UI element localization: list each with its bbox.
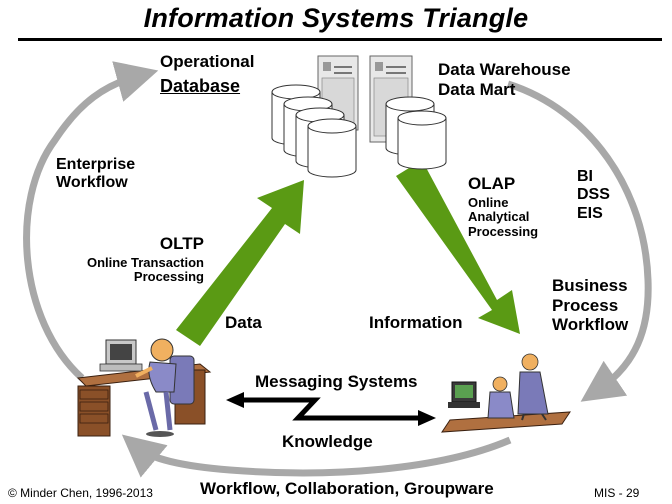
decision-makers-icon	[441, 353, 571, 433]
oltp-line1: Online Transaction	[86, 254, 204, 270]
cycle-arc-right	[506, 80, 652, 402]
copyright-footer: © Minder Chen, 1996-2013	[8, 486, 153, 500]
enterprise-workflow-label: Enterprise Workflow	[56, 156, 135, 193]
oltp-line2: Processing	[133, 269, 204, 285]
business-line2: Process	[552, 295, 619, 315]
operational-database-label: Operational Database	[160, 52, 254, 96]
bi-dss-eis-label: BI DSS EIS	[577, 168, 610, 223]
bi-line1: BI	[577, 168, 593, 185]
oltp-label: OLTP Online Transaction Processing	[60, 234, 204, 285]
knowledge-label: Knowledge	[282, 432, 373, 451]
warehouse-line2: Data Mart	[438, 79, 516, 99]
data-label: Data	[225, 313, 262, 332]
enterprise-line2: Workflow	[56, 174, 128, 192]
messaging-systems-label: Messaging Systems	[255, 372, 418, 391]
business-process-label: Business Process Workflow	[552, 276, 628, 335]
data-warehouse-icon	[369, 55, 447, 170]
operational-database-icon	[271, 55, 359, 178]
messaging-arrow	[226, 392, 436, 426]
data-arrow	[176, 180, 304, 346]
data-warehouse-label: Data Warehouse Data Mart	[438, 60, 571, 99]
business-line1: Business	[552, 276, 628, 295]
olap-line3: Processing	[468, 224, 539, 240]
olap-line1: Online	[468, 194, 509, 210]
bi-line3: EIS	[577, 204, 603, 222]
slide-number: MIS - 29	[594, 486, 640, 500]
cycle-arc-bottom	[121, 434, 512, 478]
slide-title: Information Systems Triangle	[143, 3, 529, 33]
oltp-heading: OLTP	[159, 234, 204, 253]
warehouse-line1: Data Warehouse	[438, 60, 571, 79]
information-arrow	[396, 160, 520, 334]
operational-line2: Database	[160, 75, 241, 96]
olap-heading: OLAP	[468, 174, 516, 193]
enterprise-line1: Enterprise	[56, 156, 136, 173]
business-line3: Workflow	[552, 315, 629, 335]
bi-line2: DSS	[577, 186, 610, 204]
oltp-operator-icon	[76, 338, 212, 437]
workflow-collaboration-label: Workflow, Collaboration, Groupware	[200, 479, 494, 498]
cycle-arc-left	[23, 61, 159, 381]
olap-label: OLAP Online Analytical Processing	[468, 174, 538, 240]
olap-line2: Analytical	[468, 209, 530, 225]
operational-line1: Operational	[160, 52, 255, 71]
information-label: Information	[369, 313, 463, 332]
title-underline	[18, 38, 662, 41]
